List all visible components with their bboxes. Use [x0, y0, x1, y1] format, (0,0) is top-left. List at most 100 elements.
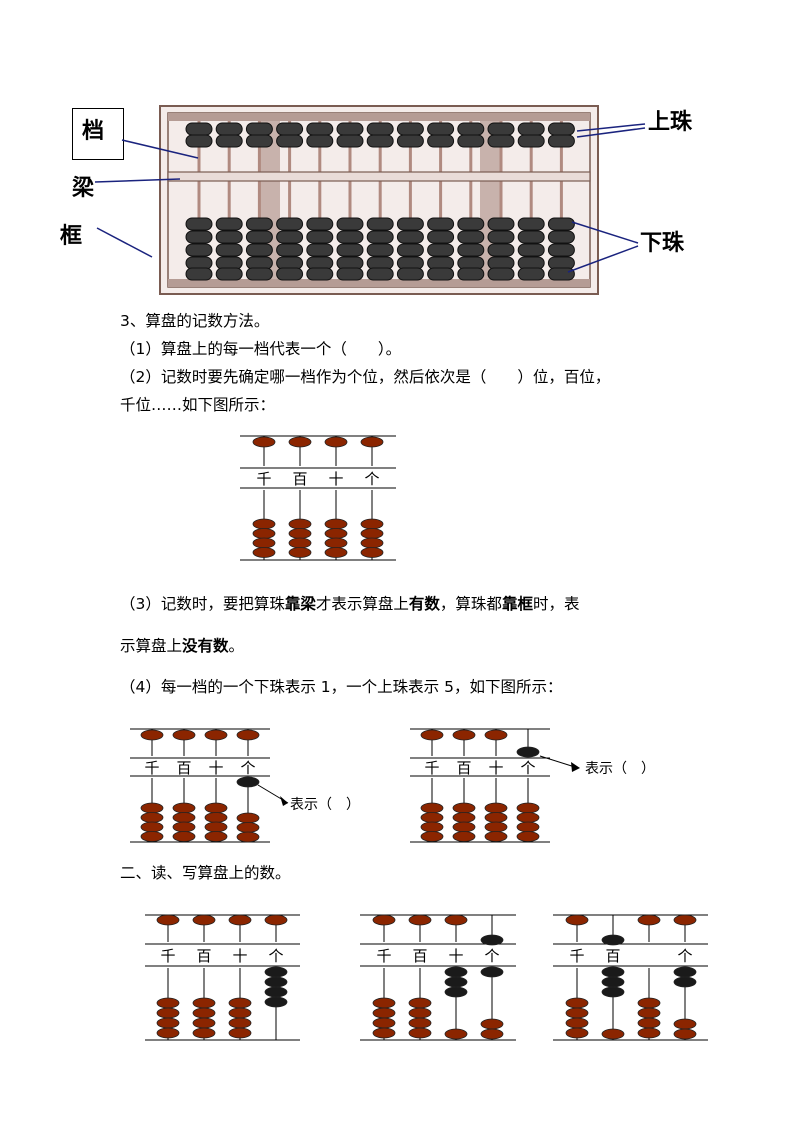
- lower-bead: [228, 1007, 252, 1019]
- lower-bead: [517, 267, 545, 281]
- upper-bead: [547, 122, 575, 136]
- upper-bead: [366, 134, 394, 148]
- lower-bead: [172, 802, 196, 814]
- upper-bead: [156, 914, 180, 926]
- upper-bead: [484, 729, 508, 741]
- lower-bead: [452, 802, 476, 814]
- bead-value-diagrams: 千百十个表示（ ）千百十个表示（ ）: [130, 728, 655, 843]
- lower-bead: [245, 217, 273, 231]
- lower-bead: [444, 966, 468, 978]
- lower-bead: [288, 528, 312, 539]
- place-label: 十: [488, 759, 503, 777]
- lower-bead: [565, 1027, 589, 1039]
- lower-bead: [452, 831, 476, 842]
- lower-bead: [156, 1027, 180, 1039]
- lower-bead: [360, 547, 384, 558]
- place-label: 十: [328, 470, 343, 488]
- lower-bead: [408, 1027, 432, 1039]
- pointer-shangzhu-1: [576, 123, 646, 132]
- place-label: 个: [484, 947, 499, 965]
- upper-bead: [204, 729, 228, 741]
- upper-bead: [215, 134, 243, 148]
- lower-bead: [396, 217, 424, 231]
- lower-bead: [185, 217, 213, 231]
- lower-bead: [396, 267, 424, 281]
- p3a-seg2: 才表示算盘上: [315, 595, 409, 613]
- p3b-bold1: 没有数: [182, 637, 229, 655]
- lower-bead: [427, 243, 455, 257]
- lower-bead: [637, 1017, 661, 1029]
- lower-bead: [360, 528, 384, 539]
- section3-p1: （1）算盘上的每一档代表一个（ ）。: [120, 340, 402, 358]
- upper-bead: [487, 122, 515, 136]
- lower-bead: [215, 217, 243, 231]
- lower-bead: [637, 997, 661, 1009]
- lower-bead: [444, 1028, 468, 1040]
- place-label: 个: [364, 470, 379, 488]
- lower-bead: [565, 997, 589, 1009]
- lower-bead: [336, 256, 364, 270]
- lower-bead: [288, 518, 312, 530]
- upper-bead: [228, 914, 252, 926]
- lower-bead: [408, 1007, 432, 1019]
- lower-bead: [204, 812, 228, 823]
- arrow-head: [280, 796, 288, 806]
- upper-bead: [324, 436, 348, 448]
- lower-bead: [276, 256, 304, 270]
- p3a-bold1: 靠梁: [284, 595, 316, 613]
- lower-bead: [547, 230, 575, 244]
- lower-bead: [457, 243, 485, 257]
- pointer-xiazhu-1: [571, 221, 639, 244]
- lower-bead: [324, 528, 348, 539]
- upper-bead: [420, 729, 444, 741]
- lower-bead: [324, 518, 348, 530]
- lower-bead: [276, 230, 304, 244]
- frame-top-bar: [168, 113, 590, 121]
- lower-bead: [372, 1017, 396, 1029]
- pointer-liang: [94, 178, 181, 183]
- lower-bead: [427, 256, 455, 270]
- lower-bead: [427, 230, 455, 244]
- lower-bead: [228, 1027, 252, 1039]
- p3a-seg3: ，算珠都: [439, 595, 502, 613]
- upper-bead: [215, 122, 243, 136]
- lower-bead: [276, 243, 304, 257]
- lower-bead: [228, 1017, 252, 1029]
- place-label: 十: [232, 947, 247, 965]
- section3-p2b: 千位……如下图所示：: [120, 396, 276, 414]
- lower-bead: [396, 230, 424, 244]
- upper-bead: [547, 134, 575, 148]
- place-label: 千: [160, 947, 175, 965]
- section2-title: 二、读、写算盘上的数。: [120, 864, 291, 882]
- place-label: 百: [456, 759, 471, 777]
- lower-bead: [172, 831, 196, 842]
- lower-bead: [427, 217, 455, 231]
- lower-bead: [444, 976, 468, 988]
- place-label: 百: [412, 947, 427, 965]
- lower-bead: [366, 243, 394, 257]
- lower-bead: [487, 243, 515, 257]
- upper-bead: [517, 122, 545, 136]
- place-label: 十: [208, 759, 223, 777]
- section3-p3b: 示算盘上没有数。: [120, 637, 244, 656]
- upper-bead: [288, 436, 312, 448]
- lower-bead: [252, 518, 276, 530]
- lower-bead: [457, 267, 485, 281]
- lower-bead: [336, 267, 364, 281]
- lower-bead: [420, 821, 444, 833]
- lower-bead: [264, 986, 288, 998]
- upper-bead: [185, 134, 213, 148]
- upper-bead: [637, 914, 661, 926]
- lower-bead: [427, 267, 455, 281]
- place-label: 百: [196, 947, 211, 965]
- lower-bead: [336, 217, 364, 231]
- lower-bead: [324, 537, 348, 549]
- lower-bead: [601, 976, 625, 988]
- upper-bead: [452, 729, 476, 741]
- lower-bead: [420, 802, 444, 814]
- lower-bead: [484, 831, 508, 842]
- lower-bead: [264, 996, 288, 1008]
- lower-bead: [306, 256, 334, 270]
- lower-bead: [276, 267, 304, 281]
- lower-bead: [245, 230, 273, 244]
